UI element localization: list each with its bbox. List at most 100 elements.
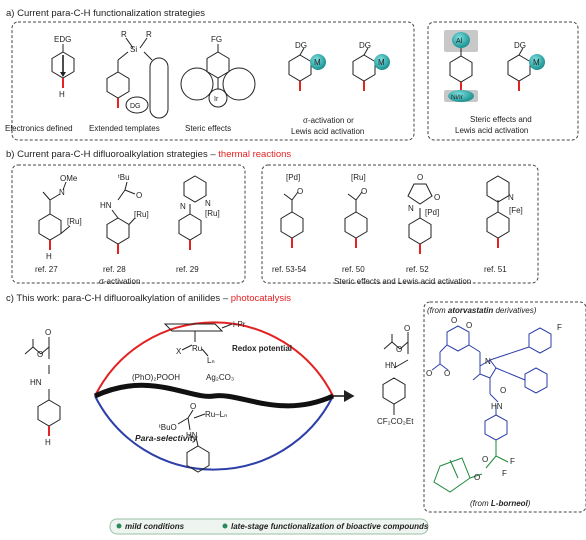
caption-steric-lewis-1: Steric effects and — [470, 115, 532, 124]
atorvastatin-note: (from atorvastatin derivatives) — [427, 306, 537, 315]
ipr-label: i-Pr — [233, 320, 246, 329]
al-sphere-icon — [452, 32, 470, 48]
o-label: O — [190, 402, 196, 411]
reaction-wave — [93, 382, 335, 409]
section-b-box-right — [261, 164, 539, 284]
redox-arc — [94, 321, 334, 397]
h-label: H — [59, 90, 65, 99]
caption-sigma-lewis-1: σ-activation or — [303, 116, 354, 125]
footer-bar — [109, 518, 429, 535]
bullet-icon — [116, 523, 122, 529]
o-label: O — [297, 187, 303, 196]
footer-item-1: mild conditions — [125, 522, 185, 531]
ru-arene-complex — [163, 323, 233, 357]
o-label: O — [434, 193, 440, 202]
m-label: M — [378, 58, 385, 67]
cf2co2et-label: CF₂CO₂Et — [377, 417, 414, 426]
ref-29: ref. 29 — [176, 265, 199, 274]
o-label: O — [444, 369, 450, 378]
o-label: O — [136, 191, 142, 200]
steric-benzene — [180, 44, 256, 108]
template-benzene — [106, 37, 169, 119]
metal-sphere-icon — [374, 54, 390, 70]
o-label: O — [404, 324, 410, 333]
caption-sigma: σ-activation — [99, 277, 140, 286]
h-label: H — [45, 438, 51, 447]
o-label: O — [426, 369, 432, 378]
o-label: O — [482, 455, 488, 464]
pd-label: [Pd] — [425, 208, 439, 217]
caption-templates: Extended templates — [89, 124, 160, 133]
dg-m-label: DG — [359, 41, 371, 50]
metal-sphere-icon — [310, 54, 326, 70]
tbu-label: ᵗBu — [118, 173, 130, 182]
b1-structure — [38, 181, 71, 241]
o-label: O — [417, 173, 423, 182]
ni-sphere-icon — [448, 90, 474, 102]
dg-m-benzene-3 — [507, 47, 531, 82]
section-c-title: c) This work: para-C-H difluoroalkylatio… — [6, 293, 291, 304]
ln-label: Lₙ — [207, 356, 215, 365]
hn-label: HN — [30, 378, 42, 387]
tbuo-label: ᵗBuO — [159, 423, 177, 432]
ref-50: ref. 50 — [342, 265, 365, 274]
n-label: N — [485, 357, 491, 366]
dg-label: DG — [130, 103, 141, 110]
hn-label: HN — [491, 402, 503, 411]
n-label: N — [180, 202, 186, 211]
ref-27: ref. 27 — [35, 265, 58, 274]
n-label: N — [508, 193, 514, 202]
section-a-box-left — [11, 21, 415, 141]
o-label: O — [396, 345, 402, 354]
caption-sigma-lewis-2: Lewis acid activation — [291, 127, 364, 136]
section-b-title: b) Current para-C-H difluoroalkylation s… — [6, 149, 291, 160]
o-label: O — [500, 386, 506, 395]
caption-electronics: Electronics defined — [5, 124, 73, 133]
ru-label: [Ru] — [205, 209, 220, 218]
ref-28: ref. 28 — [103, 265, 126, 274]
footer-item-2: late-stage functionalization of bioactiv… — [231, 522, 429, 531]
fg-label: FG — [211, 35, 222, 44]
ru-label: Ru — [192, 344, 202, 353]
b7-structure — [486, 175, 510, 239]
fe-label: [Fe] — [509, 206, 523, 215]
caption-steric-lewis: Steric effects and Lewis acid activation — [334, 277, 471, 286]
o-label: O — [466, 321, 472, 330]
dg-m-benzene-2 — [352, 47, 376, 82]
ru-amidate-complex — [177, 409, 210, 473]
ni-label: Ni/Ir — [451, 94, 464, 101]
borneol-fragment — [433, 440, 509, 493]
section-a-box-right — [427, 21, 579, 141]
steric-lewis-benzene — [449, 48, 473, 83]
o-label: O — [474, 473, 480, 482]
silver-carbonate-label: Ag₂CO₃ — [206, 373, 234, 382]
ref-53-54: ref. 53-54 — [272, 265, 307, 274]
hn-label: HN — [100, 201, 112, 210]
fluorine-label: F — [557, 323, 562, 332]
n-label: N — [59, 188, 65, 197]
ref-51: ref. 51 — [484, 265, 507, 274]
ir-label: Ir — [214, 96, 219, 103]
r1-label: R — [121, 30, 127, 39]
h-label: H — [46, 252, 52, 261]
dg-m-benzene-1 — [288, 47, 312, 82]
n-label: N — [408, 204, 414, 213]
o-label: O — [45, 328, 51, 337]
o-label: O — [37, 350, 43, 359]
selectivity-arc — [94, 395, 334, 471]
o-label: O — [451, 316, 457, 325]
ru-ln-label: Ru–Lₙ — [205, 410, 227, 419]
n-label: N — [205, 199, 211, 208]
b4-structure — [280, 191, 304, 239]
edg-label: EDG — [54, 35, 71, 44]
ref-52: ref. 52 — [406, 265, 429, 274]
hn-label: HN — [186, 431, 198, 440]
caption-steric: Steric effects — [185, 124, 231, 133]
ru-label: [Ru] — [67, 217, 82, 226]
metal-sphere-icon — [529, 54, 545, 70]
ome-label: OMe — [60, 174, 78, 183]
hn-label: HN — [385, 361, 397, 370]
phosphoric-acid-label: (PhO)₂POOH — [132, 373, 180, 382]
section-b-box-left — [11, 164, 246, 284]
b5-structure — [344, 191, 368, 239]
